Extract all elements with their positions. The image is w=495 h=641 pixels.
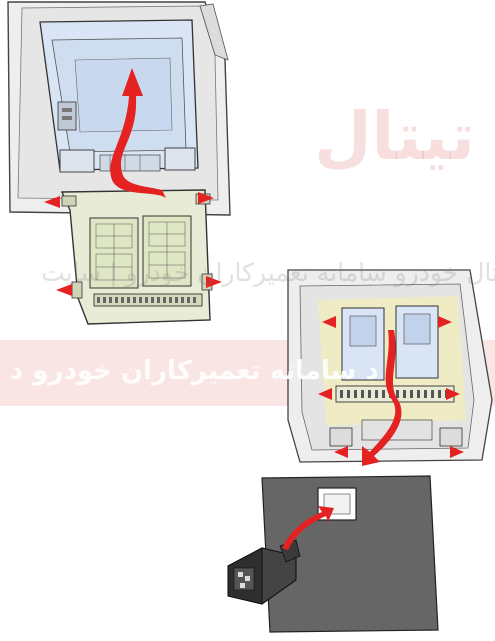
- watermark-tagline: تال خودرو سامانه تعمیرکاران خودرو | سایت: [41, 258, 495, 287]
- watermark-logo: تیتال: [314, 98, 475, 175]
- watermark-band-text: د سامانه تعمیرکاران خودرو د: [10, 356, 379, 386]
- fuse-panel-removed: [62, 190, 212, 324]
